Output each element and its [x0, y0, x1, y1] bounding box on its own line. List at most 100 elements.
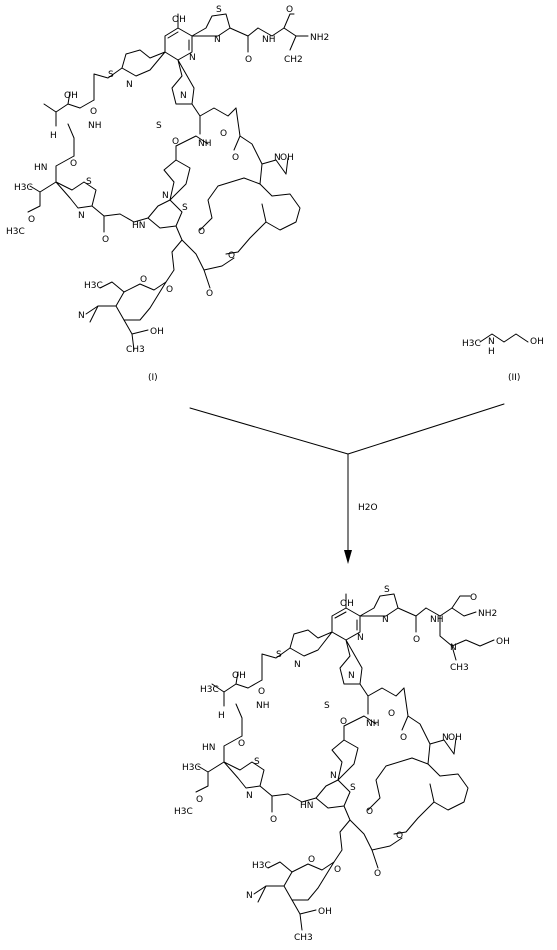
atom-oh-thr-p: OH: [232, 671, 246, 681]
atom-hn-c-1: HN: [132, 221, 146, 231]
atom-h3c-sugar-p: H3C: [252, 861, 271, 871]
atom-o-ester2-p: O: [396, 831, 403, 841]
atom-o-ether-p: O: [366, 807, 373, 817]
atom-n-thz-a-p: N: [294, 660, 301, 670]
atom-n-thz-d-1: N: [180, 91, 187, 101]
atom-oh-top-1: OH: [172, 15, 186, 25]
atom-hn-b-p: HN: [202, 743, 216, 753]
atom-nh2-terminal-1: NH2: [310, 33, 329, 43]
atom-ch2-terminal-1: CH2: [284, 55, 303, 65]
atom-nh-a-p: NH: [256, 701, 270, 711]
atom-h-thr-p: H: [218, 711, 225, 721]
atom-nh-amide-top-1: NH: [262, 35, 276, 45]
atom-nh-a-1: NH: [88, 121, 102, 131]
atom-h-thr-1: H: [50, 131, 57, 141]
atom-o-terminal-p: O: [470, 593, 477, 603]
reactant-2-structure: H3C N H OH: [462, 337, 544, 357]
atom-s-thz-d-1: S: [156, 121, 162, 131]
atom-nh-c-p: NH: [366, 719, 380, 729]
atom-o-amide-a-1: O: [90, 107, 97, 117]
reaction-arrow: [189, 403, 505, 564]
atom-o-meo-p: O: [196, 795, 203, 805]
atom-h3c-sugar-1: H3C: [84, 281, 103, 291]
atom-o-ester1b-p: O: [400, 733, 407, 743]
atom-n-pyr-p: N: [357, 633, 364, 643]
atom-oh-sugar-p: OH: [318, 907, 332, 917]
atom-n-thz-a-1: N: [126, 80, 133, 90]
atom-n-sugar-p: N: [246, 891, 253, 901]
atom-s-thz-top-p: S: [384, 585, 390, 595]
atom-o-amide-c-1: O: [172, 137, 179, 147]
atom-o-glyc-1: O: [166, 285, 173, 295]
atom-oh-2: OH: [530, 337, 544, 347]
atom-s-thz-b-1: S: [86, 177, 92, 187]
atom-o-amide-c-p: O: [340, 717, 347, 727]
atom-o-thr-p: O: [238, 739, 245, 749]
atom-o-ester2-1: O: [228, 251, 235, 261]
atom-o-amide-b-1: O: [102, 235, 109, 245]
atom-h3c-meo-1: H3C: [6, 227, 25, 237]
atom-n-thz-b-1: N: [78, 211, 85, 221]
atom-o-amide-a-p: O: [258, 687, 265, 697]
atom-s-thz-d-p: S: [324, 701, 330, 711]
reactant-2-label: (II): [508, 373, 520, 383]
atom-n-indole-p: N: [442, 733, 449, 743]
atom-hn-b-1: HN: [34, 163, 48, 173]
atom-o-ester1b-1: O: [232, 153, 239, 163]
atom-o-sugar-1: O: [140, 275, 147, 285]
atom-n-thz-d-p: N: [348, 671, 355, 681]
atom-o-glyc-p: O: [334, 865, 341, 875]
atom-n-sugar-1: N: [78, 311, 85, 321]
atom-nh-c-1: NH: [198, 139, 212, 149]
atom-o-ether-1: O: [198, 227, 205, 237]
atom-n-thz-top-p: N: [382, 615, 389, 625]
atom-o-ester2b-p: O: [374, 869, 381, 879]
atom-n-side-p: N: [450, 643, 457, 653]
atom-o-thr-1: O: [70, 159, 77, 169]
atom-oh-thr-1: OH: [64, 91, 78, 101]
atom-n-2: N: [488, 337, 495, 347]
atom-h3c-b-1: H3C: [14, 183, 33, 193]
atom-s-thz-c-1: S: [182, 203, 188, 213]
atom-n-thz-top-1: N: [214, 35, 221, 45]
atom-ch3-sugar-1: CH3: [126, 345, 145, 355]
reactant-1-structure: [27, 13, 529, 351]
atom-oh-indole-1: OH: [280, 153, 294, 163]
atom-h3c-b-p: H3C: [182, 763, 201, 773]
reactant-1-label: (I): [148, 373, 158, 383]
atom-n-thz-c-1: N: [162, 191, 169, 201]
atom-h3c-thr-p: H3C: [200, 685, 219, 695]
atom-oh-top-p: OH: [340, 599, 354, 609]
atom-o-amide-b-p: O: [270, 815, 277, 825]
atom-nh-amide-top-p: NH: [430, 615, 444, 625]
atom-o-meo-1: O: [28, 215, 35, 225]
atom-s-thz-b-p: S: [254, 757, 260, 767]
atom-oh-indole-p: OH: [448, 733, 462, 743]
atom-h3c-2: H3C: [462, 339, 481, 349]
atom-ch3-sugar-p: CH3: [294, 933, 313, 943]
product-structure: [195, 593, 495, 931]
reagent-label: H2O: [358, 503, 378, 513]
atom-o-terminal-1: O: [286, 5, 293, 15]
atom-n-indole-1: N: [274, 153, 281, 163]
atom-n-thz-c-p: N: [330, 771, 337, 781]
atom-o-sugar-p: O: [308, 855, 315, 865]
atom-o-ester2b-1: O: [206, 289, 213, 299]
atom-h3c-meo-p: H3C: [174, 807, 193, 817]
atom-o-ester1-1: O: [220, 129, 227, 139]
reactant-1-labels: OH N S N S N NH O O NH2 CH2 O NH OH H O …: [6, 5, 329, 355]
atom-oh-sugar-1: OH: [150, 327, 164, 337]
atom-s-thz-a-1: S: [108, 70, 114, 80]
atom-nh2-terminal-p: NH2: [478, 609, 497, 619]
atom-n-pyr-1: N: [189, 53, 196, 63]
atom-o-ester1-p: O: [388, 709, 395, 719]
atom-o-amide-top-1: O: [245, 55, 252, 65]
atom-s-thz-a-p: S: [276, 650, 282, 660]
atom-o-amide-top-p: O: [413, 635, 420, 645]
product-labels: OH N S N S N NH O O NH2 N OH CH3 O NH OH…: [174, 585, 510, 943]
atom-s-thz-c-p: S: [350, 783, 356, 793]
atom-n-thz-b-p: N: [246, 791, 253, 801]
atom-oh-side-p: OH: [496, 637, 510, 647]
atom-h-2: H: [488, 347, 495, 357]
